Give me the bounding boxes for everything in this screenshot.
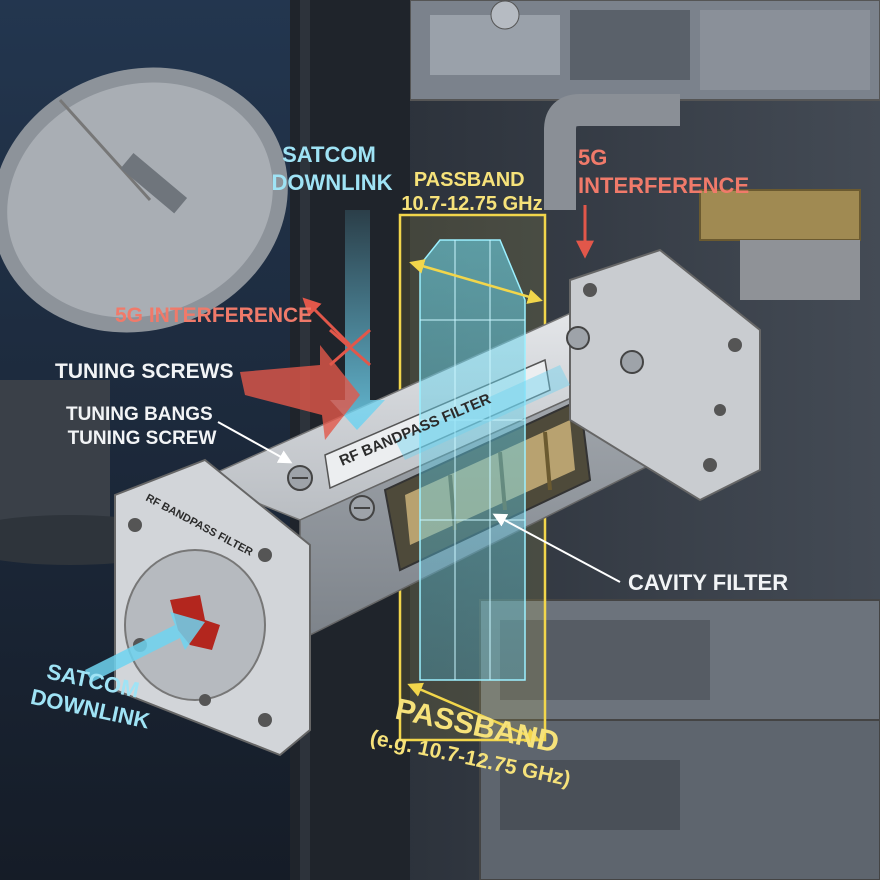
svg-text:TUNING BANGS TUNING SCREW: TUNING BANGS TUNING SCREW	[66, 404, 218, 449]
satcom-beam-bottom	[85, 612, 205, 682]
tuning-screw-leader	[217, 421, 293, 464]
tuning-screw-icon	[287, 326, 644, 521]
right-flange	[569, 248, 761, 502]
passband-top-line1: PASSBAND	[414, 169, 525, 191]
satcom-beam-top	[330, 210, 385, 430]
tuning-bangs-line2: TUNING SCREW	[68, 428, 217, 449]
interference-top-line2: INTERFERENCE	[578, 173, 749, 198]
tuning-screws-label: TUNING SCREWS	[55, 360, 234, 383]
cavity-filter-leader	[492, 513, 621, 583]
interference-left-label: 5G INTERFERENCE	[115, 304, 312, 327]
satcom-top-line1: SATCOM	[282, 142, 376, 167]
blocked-x-2	[329, 328, 371, 367]
cavity-filter-label: CAVITY FILTER	[628, 570, 788, 595]
satcom-beam-through	[395, 365, 570, 460]
svg-text:PASSBAND 10.7-12.75 GHz: PASSBAND 10.7-12.75 GHz	[401, 169, 542, 215]
svg-text:5G INTERFERENCE: 5G INTERFERENCE	[578, 145, 749, 198]
passband-width-arrow-top	[409, 259, 543, 304]
interference-arrows	[240, 205, 594, 440]
satcom-top-line2: DOWNLINK	[272, 170, 393, 195]
tuning-bangs-line1: TUNING BANGS	[66, 404, 213, 425]
passband-width-arrow-bottom	[407, 682, 541, 743]
waveguide-icon	[544, 94, 861, 300]
interference-block-arrow	[240, 345, 360, 440]
passband-top-line2: 10.7-12.75 GHz	[401, 193, 542, 215]
svg-text:SATCOM DOWNLINK: SATCOM DOWNLINK	[272, 142, 393, 195]
satellite-dish-icon	[0, 67, 288, 565]
interference-top-line1: 5G	[578, 145, 607, 170]
passband-spectrum	[407, 239, 543, 743]
